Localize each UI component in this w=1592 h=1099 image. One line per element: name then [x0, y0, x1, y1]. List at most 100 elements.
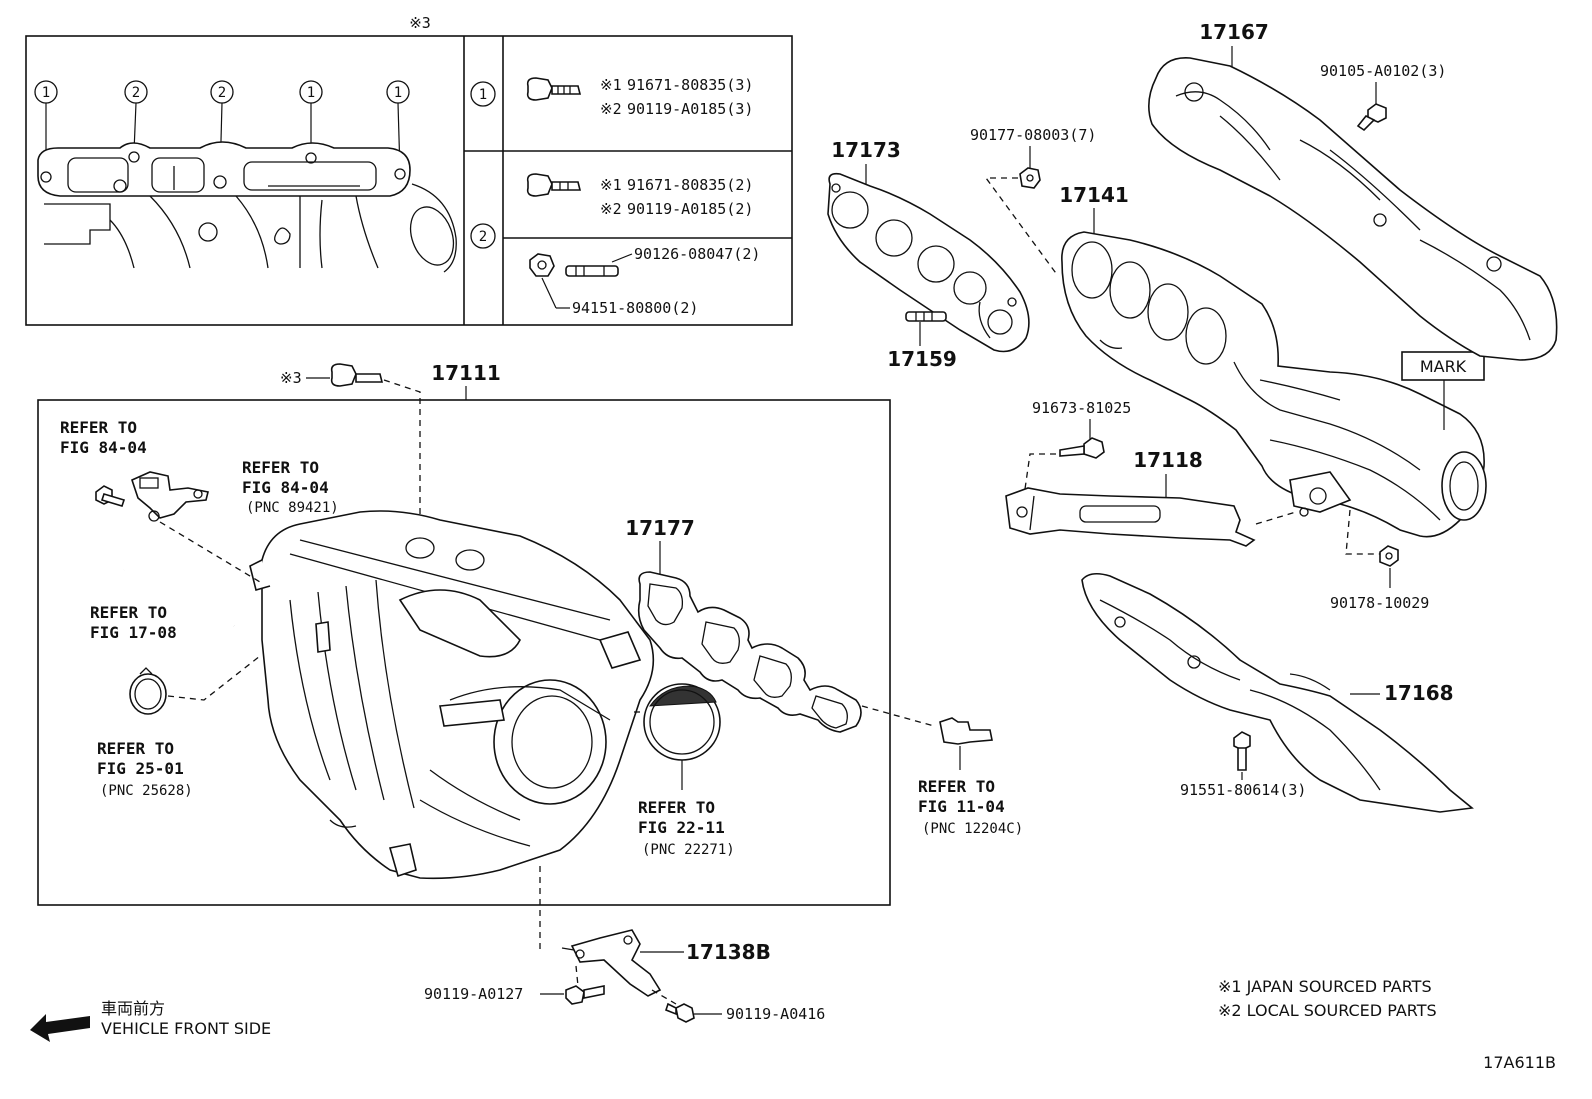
mark-box [1401, 351, 1485, 381]
part-number-90105: 90105-A0102(3) [1320, 62, 1446, 80]
note-japan-sourced: ※1 JAPAN SOURCED PARTS [1218, 977, 1432, 996]
group2-stud: 90126-08047(2) [634, 245, 760, 263]
refer-pnc: (PNC 89421) [246, 500, 339, 516]
position-label: 1 [42, 85, 50, 101]
bolt-icon [330, 363, 384, 387]
o-ring-icon [129, 667, 167, 715]
part-number-17173: 17173 [831, 138, 901, 162]
ref-mark-3: ※3 [280, 369, 302, 387]
nut-icon [1379, 545, 1399, 567]
intake-manifold [249, 510, 655, 880]
refer-line: FIG 11-04 [918, 797, 1005, 816]
part-number-17177: 17177 [625, 516, 695, 540]
bolt-icon [526, 173, 582, 197]
sensor-plug-icon [939, 717, 993, 745]
group-marker-2-label: 2 [479, 229, 487, 245]
refer-fig-17-08[interactable]: REFER TO FIG 17-08 [90, 603, 177, 642]
detail-box: ※3 1 2 2 1 1 [25, 14, 793, 326]
stud-icon [905, 311, 947, 322]
part-number-90178: 90178-10029 [1330, 594, 1429, 612]
sensor-icon [131, 471, 209, 522]
group2-mark-2: ※2 [600, 200, 622, 218]
bolt-icon [526, 77, 582, 101]
part-number-17159: 17159 [887, 347, 957, 371]
intake-gasket [637, 571, 862, 733]
refer-line: FIG 84-04 [242, 478, 329, 497]
group2-part-2: 90119-A0185(2) [627, 200, 753, 218]
refer-line: FIG 17-08 [90, 623, 177, 642]
position-label: 1 [307, 85, 315, 101]
bolt-icon [565, 985, 605, 1005]
part-number-90177-08003: 90177-08003(7) [970, 126, 1096, 144]
refer-line: FIG 84-04 [60, 438, 147, 457]
part-number-90119-a0416: 90119-A0416 [726, 1005, 825, 1023]
throttle-gasket [634, 683, 721, 790]
refer-line: REFER TO [638, 798, 715, 817]
part-number-17118: 17118 [1133, 448, 1203, 472]
group-marker-2 [470, 223, 496, 249]
position-label: 2 [132, 85, 140, 101]
detail-ref-mark: ※3 [409, 14, 431, 32]
part-number-17168: 17168 [1384, 681, 1454, 705]
bolt-icon [1059, 437, 1105, 459]
nut-icon [1019, 167, 1041, 189]
refer-line: REFER TO [97, 739, 174, 758]
bolt-icon [95, 485, 126, 507]
bolt-icon [1356, 103, 1387, 132]
refer-line: REFER TO [918, 777, 995, 796]
refer-line: REFER TO [242, 458, 319, 477]
stud-icon [565, 265, 619, 277]
group1-mark-1: ※1 [600, 76, 622, 94]
hose-icon [123, 568, 236, 627]
position-label: 2 [218, 85, 226, 101]
part-number-17141: 17141 [1059, 183, 1129, 207]
group-marker-1 [470, 81, 496, 107]
figure-id: 17A611B [1483, 1053, 1556, 1072]
bolt-icon [665, 1002, 695, 1023]
refer-fig-11-04[interactable]: REFER TO FIG 11-04 (PNC 12204C) [918, 777, 1023, 837]
part-number-17111: 17111 [431, 361, 501, 385]
refer-line: REFER TO [90, 603, 167, 622]
refer-pnc: (PNC 12204C) [922, 821, 1023, 837]
group1-part-2: 90119-A0185(3) [627, 100, 753, 118]
heat-insulator-lower [1081, 572, 1474, 813]
refer-fig-84-04-b[interactable]: REFER TO FIG 84-04 (PNC 89421) [242, 458, 339, 516]
front-arrow-icon [30, 1014, 90, 1042]
nut-icon [529, 253, 555, 277]
part-number-91551: 91551-80614(3) [1180, 781, 1306, 799]
group2-part-1: 91671-80835(2) [627, 176, 753, 194]
part-number-90119-a0127: 90119-A0127 [424, 985, 523, 1003]
group2-nut: 94151-80800(2) [572, 299, 698, 317]
flange-sketch [37, 141, 457, 273]
exhaust-bracket [1005, 487, 1256, 547]
part-number-91673: 91673-81025 [1032, 399, 1131, 417]
bracket-17138b [561, 929, 662, 997]
refer-line: FIG 25-01 [97, 759, 184, 778]
refer-fig-25-01[interactable]: REFER TO FIG 25-01 (PNC 25628) [97, 739, 193, 799]
mark-label: MARK [1420, 357, 1467, 376]
front-label-en: VEHICLE FRONT SIDE [101, 1019, 271, 1038]
refer-line: REFER TO [60, 418, 137, 437]
part-number-17138b: 17138B [686, 940, 771, 964]
group2-mark-1: ※1 [600, 176, 622, 194]
part-number-17167: 17167 [1199, 20, 1269, 44]
group1-part-1: 91671-80835(3) [627, 76, 753, 94]
detail-frame [25, 35, 793, 326]
refer-fig-84-04-a[interactable]: REFER TO FIG 84-04 [60, 418, 147, 457]
note-local-sourced: ※2 LOCAL SOURCED PARTS [1218, 1001, 1437, 1020]
intake-frame [37, 399, 891, 906]
front-label-jp: 車両前方 [101, 999, 165, 1018]
refer-pnc: (PNC 25628) [100, 783, 193, 799]
group-marker-1-label: 1 [479, 87, 487, 103]
bolt-icon [1233, 731, 1251, 771]
position-label: 1 [394, 85, 402, 101]
exhaust-gasket [827, 172, 1030, 353]
heat-insulator-upper [1148, 57, 1558, 361]
refer-line: FIG 22-11 [638, 818, 725, 837]
refer-pnc: (PNC 22271) [642, 842, 735, 858]
intake-assembly: 17111 ※3 [37, 361, 935, 906]
group1-mark-2: ※2 [600, 100, 622, 118]
refer-fig-22-11[interactable]: REFER TO FIG 22-11 (PNC 22271) [638, 798, 735, 858]
exhaust-manifold [1061, 231, 1487, 538]
